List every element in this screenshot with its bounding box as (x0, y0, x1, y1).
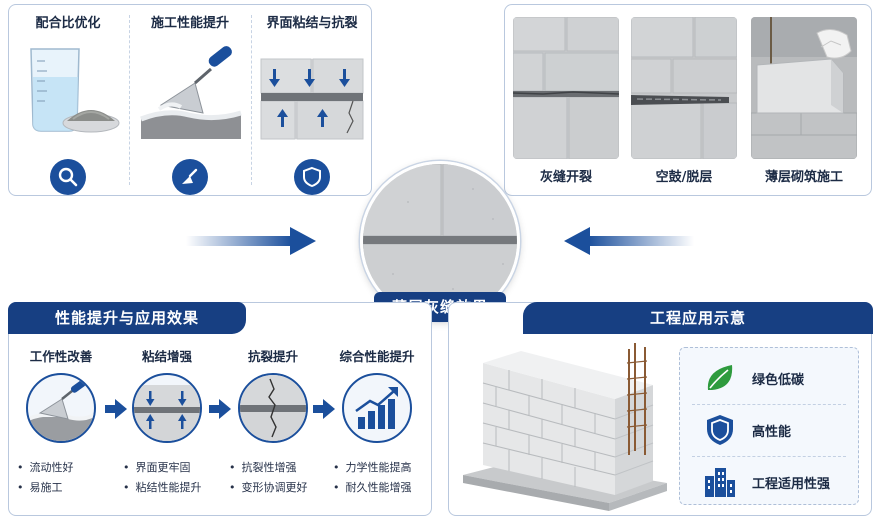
bond-crack-column: 界面粘结与抗裂 (253, 5, 371, 195)
shield-icon (707, 415, 733, 445)
workability-bullet-2: 易施工 (17, 479, 127, 495)
mix-ratio-title: 配合比优化 (35, 16, 101, 31)
feature-divider (692, 456, 846, 457)
left-flow-arrow-icon (564, 227, 694, 255)
mix-design-panel: 配合比优化 施工性能提升 (8, 4, 372, 196)
bond-item-title: 粘结增强 (141, 349, 192, 364)
overall-performance-item-title: 综合性能提升 (339, 349, 415, 364)
magnifier-badge (50, 159, 86, 195)
shield-icon (303, 166, 321, 188)
crack-resistance-item-title: 抗裂提升 (247, 349, 298, 364)
step-arrow-icon (209, 399, 231, 419)
feature-engineering-applicability-label: 工程适用性强 (752, 477, 831, 492)
bond-bullet-2: 粘结性能提升 (123, 479, 233, 495)
hollow-drum-label: 空鼓/脱层 (655, 170, 713, 185)
performance-header: 性能提升与应用效果 (8, 302, 246, 334)
right-flow-arrow-icon (186, 227, 316, 255)
column-divider (129, 15, 130, 185)
overall-performance-item: 综合性能提升 力学性能提高 耐久性能增强 (331, 303, 423, 515)
bond-icon-circle (132, 373, 202, 443)
crack-icon-circle (238, 373, 308, 443)
application-header: 工程应用示意 (523, 302, 873, 334)
workability-icon-circle (26, 373, 96, 443)
joint-crack-photo (513, 17, 619, 159)
workability-column: 施工性能提升 (131, 5, 249, 195)
bond-item: 粘结增强 界面更牢固 粘结性能提升 (121, 303, 213, 515)
bond-layers-icon (134, 385, 200, 441)
workability-bullet-1: 流动性好 (17, 459, 127, 475)
feature-high-performance: 高性能 (680, 410, 858, 450)
trowel-mortar-illustration (140, 46, 242, 139)
workability-title: 施工性能提升 (150, 16, 229, 31)
growth-icon-circle (342, 373, 412, 443)
mix-ratio-column: 配合比优化 (9, 5, 127, 195)
crack-icon (240, 375, 306, 441)
workability-item: 工作性改善 流动性好 易施工 (15, 303, 107, 515)
step-arrow-icon (105, 399, 127, 419)
application-panel: 工程应用示意 (448, 302, 873, 516)
feature-green-low-carbon-label: 绿色低碳 (752, 373, 805, 388)
block-wall-illustration (463, 343, 667, 511)
feature-divider (692, 404, 846, 405)
performance-panel: 性能提升与应用效果 工作性改善 流动性好 易施工 粘结增强 (8, 302, 432, 516)
crack-resistance-item: 抗裂提升 抗裂性增强 变形协调更好 (227, 303, 319, 515)
column-divider (251, 15, 252, 185)
feature-green-low-carbon: 绿色低碳 (680, 358, 858, 398)
joint-crack-label: 灰缝开裂 (539, 170, 592, 185)
problem-photos-panel: 灰缝开裂 空鼓/脱层 薄层砌筑施工 (504, 4, 872, 196)
growth-chart-icon (355, 387, 398, 429)
trowel-badge (172, 159, 208, 195)
crack-bullet-1: 抗裂性增强 (229, 459, 339, 475)
buildings-icon (705, 468, 735, 497)
beaker-illustration (30, 48, 120, 133)
bond-joint-illustration (260, 58, 364, 140)
step-arrow-icon (313, 399, 335, 419)
trowel-icon (182, 168, 198, 184)
feature-high-performance-label: 高性能 (752, 425, 792, 440)
bond-bullet-1: 界面更牢固 (123, 459, 233, 475)
shield-badge (294, 159, 330, 195)
overall-bullet-2: 耐久性能增强 (333, 479, 443, 495)
feature-list: 绿色低碳 高性能 工程适 (679, 347, 859, 505)
workability-item-title: 工作性改善 (29, 349, 93, 364)
thin-layer-construction-label: 薄层砌筑施工 (764, 170, 843, 185)
feature-engineering-applicability: 工程适用性强 (680, 462, 858, 502)
overall-bullet-1: 力学性能提高 (333, 459, 443, 475)
leaf-icon (707, 365, 733, 390)
bond-crack-title: 界面粘结与抗裂 (266, 16, 358, 31)
hollow-drum-photo (631, 17, 737, 159)
crack-bullet-2: 变形协调更好 (229, 479, 339, 495)
magnifier-icon (58, 167, 78, 187)
thin-layer-construction-photo (751, 17, 857, 159)
trowel-icon (28, 380, 94, 441)
